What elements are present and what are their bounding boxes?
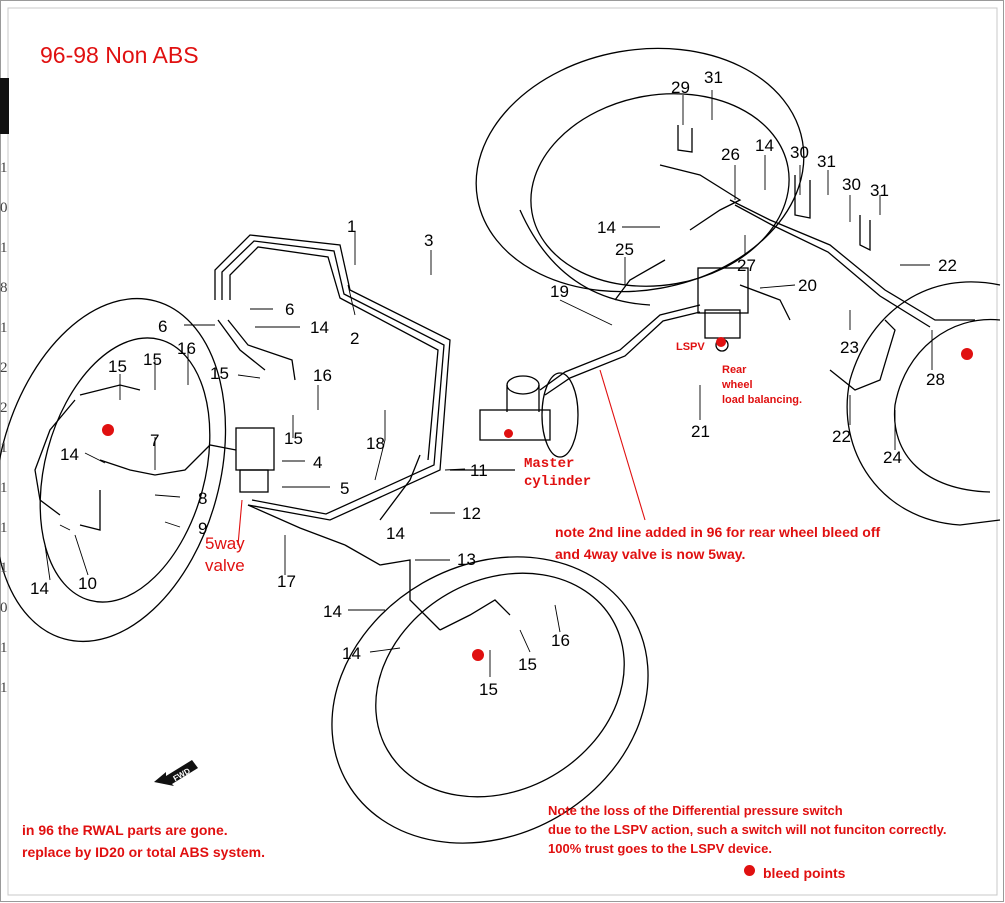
part-label: 16 [551, 631, 570, 650]
brake-lines [34, 164, 975, 631]
edge-char: 1 [0, 240, 8, 256]
part-label: 30 [790, 143, 809, 162]
part-label: 15 [210, 364, 229, 383]
bleed-point-marker [102, 424, 114, 436]
edge-char: 1 [0, 320, 8, 336]
part-label: 26 [721, 145, 740, 164]
part-label: 14 [60, 445, 79, 464]
part-label: 15 [284, 429, 303, 448]
part-label: 30 [842, 175, 861, 194]
front-left-tire-icon [0, 297, 227, 643]
part-label: 31 [817, 152, 836, 171]
part-label: 2 [350, 329, 360, 348]
part-label: 11 [470, 461, 488, 480]
part-label: 13 [457, 550, 476, 569]
part-label: 4 [313, 453, 323, 472]
part-label: 16 [313, 366, 332, 385]
part-label: 17 [277, 572, 296, 591]
edge-char: 2 [0, 400, 8, 416]
part-label: 28 [926, 370, 945, 389]
lspv-note: Note the loss of the Differential pressu… [548, 803, 947, 856]
lspv-label: LSPV [676, 341, 705, 353]
rear-bracket-icon [677, 125, 896, 391]
part-label: 23 [840, 338, 859, 357]
part-label: 18 [366, 434, 385, 453]
part-label: 1 [347, 217, 357, 236]
part-label: 14 [30, 579, 49, 598]
bleed-points-legend: bleed points [763, 865, 846, 881]
rear-left-tire-icon [846, 281, 1001, 526]
part-label: 5 [340, 479, 350, 498]
part-label: 22 [832, 427, 851, 446]
diagram-title: 96-98 Non ABS [40, 42, 199, 68]
edge-char: 0 [0, 600, 8, 616]
edge-char: 2 [0, 360, 8, 376]
part-label: 21 [691, 422, 710, 441]
part-label: 27 [737, 256, 756, 275]
bleed-point-legend-dot [744, 865, 755, 876]
bleed-point-marker [961, 348, 973, 360]
part-label: 20 [798, 276, 817, 295]
rear-right-tire-icon [475, 47, 805, 306]
part-label: 29 [671, 78, 690, 97]
edge-char: 1 [0, 160, 8, 176]
part-label: 10 [78, 574, 97, 593]
part-label: 15 [518, 655, 537, 674]
part-label: 25 [615, 240, 634, 259]
fiveway-valve-label: 5way valve [205, 534, 245, 576]
part-label: 19 [550, 282, 569, 301]
part-label: 12 [462, 504, 481, 523]
part-label: 15 [108, 357, 127, 376]
part-label: 14 [755, 136, 774, 155]
master-cylinder-icon [479, 372, 579, 458]
left-edge-text: 1 0 1 8 1 2 2 1 1 1 1 0 1 1 [0, 148, 8, 708]
part-label: 8 [198, 489, 208, 508]
edge-char: 8 [0, 280, 8, 296]
part-label: 24 [883, 448, 902, 467]
part-label: 14 [323, 602, 342, 621]
master-cylinder-label: Master cylinder [524, 456, 592, 490]
part-label: 14 [342, 644, 361, 663]
edge-char: 1 [0, 480, 8, 496]
part-label: 16 [177, 339, 196, 358]
edge-char: 1 [0, 520, 8, 536]
edge-char: 1 [0, 680, 8, 696]
rear-wheel-load-label: Rear wheel load balancing. [722, 364, 803, 406]
part-label: 15 [479, 680, 498, 699]
left-dark-tab [0, 78, 9, 134]
part-label: 9 [198, 519, 208, 538]
fwd-arrow-icon: FWD [154, 760, 198, 786]
part-label: 14 [597, 218, 616, 237]
edge-char: 1 [0, 640, 8, 656]
part-label: 31 [704, 68, 723, 87]
bleed-point-marker [716, 337, 726, 347]
fiveway-valve-icon [235, 427, 275, 493]
part-label: 3 [424, 231, 434, 250]
rwal-note: in 96 the RWAL parts are gone. replace b… [22, 822, 266, 860]
part-label: 6 [285, 300, 295, 319]
edge-char: 0 [0, 200, 8, 216]
part-label: 14 [386, 524, 405, 543]
part-label: 22 [938, 256, 957, 275]
part-label: 14 [310, 318, 329, 337]
bleed-point-marker [504, 429, 513, 438]
part-label: 7 [150, 431, 160, 450]
bleed-point-marker [472, 649, 484, 661]
part-label: 31 [870, 181, 889, 200]
part-label: 15 [143, 350, 162, 369]
front-right-tire-icon [331, 556, 649, 844]
edge-char: 1 [0, 560, 8, 576]
edge-char: 1 [0, 440, 8, 456]
part-label: 6 [158, 317, 168, 336]
note-2nd-line: note 2nd line added in 96 for rear wheel… [555, 524, 881, 562]
